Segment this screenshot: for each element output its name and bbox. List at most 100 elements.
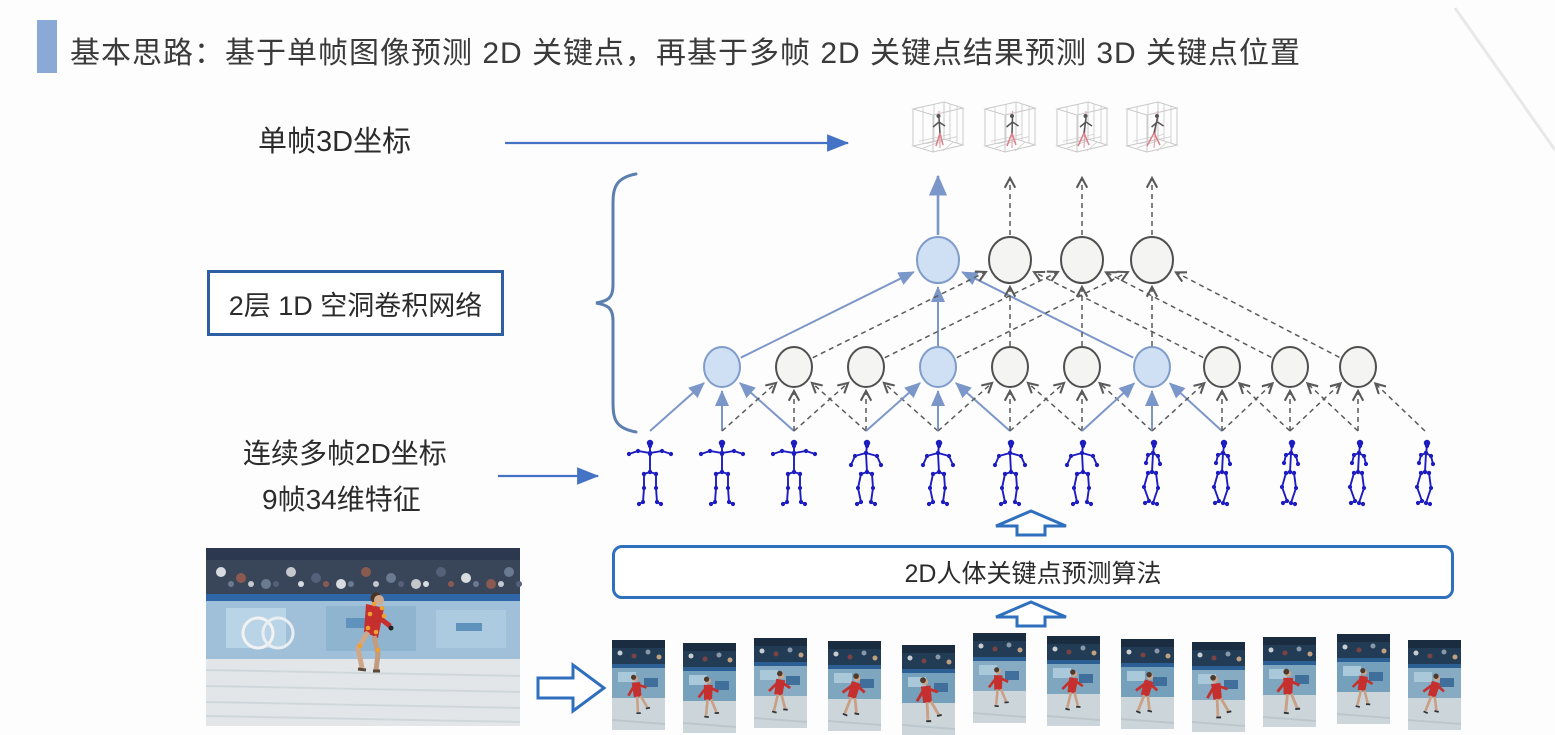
frame-skater-figure — [1422, 673, 1445, 714]
skeleton-2d-icon — [1064, 439, 1100, 507]
link-dashed — [1028, 383, 1083, 432]
label-multi-frame-2d: 连续多帧2D坐标 — [243, 438, 447, 469]
link-solid — [739, 382, 795, 432]
skeleton-2d-icon — [920, 439, 956, 507]
video-frame — [972, 633, 1027, 723]
frame-skater-figure — [915, 677, 942, 723]
frame-skater-figure — [1351, 668, 1374, 708]
video-frame — [901, 645, 956, 735]
algorithm-box: 2D人体关键点预测算法 — [612, 545, 1454, 599]
frame-skater-figure — [841, 673, 866, 717]
link-dashed — [1009, 383, 1064, 432]
label-9-frames-feature: 9帧34维特征 — [262, 484, 421, 515]
link-dashed — [812, 272, 986, 359]
conv-node-highlight — [919, 346, 957, 388]
link-dashed — [956, 272, 1128, 359]
title-accent-bar — [37, 20, 57, 73]
label-single-frame-3d: 单帧3D坐标 — [258, 126, 412, 158]
algorithm-box-label: 2D人体关键点预测算法 — [904, 560, 1162, 588]
video-frame — [1336, 634, 1391, 724]
link-dashed — [812, 383, 867, 432]
video-frame — [1120, 639, 1175, 729]
page-title: 基本思路：基于单帧图像预测 2D 关键点，再基于多帧 2D 关键点结果预测 3D… — [70, 37, 1302, 70]
photo-skater-figure — [355, 592, 394, 673]
block-up-arrow — [995, 509, 1067, 537]
video-frame — [1191, 642, 1246, 732]
frame-skater-figure — [1061, 669, 1084, 711]
conv-node-highlight — [1133, 346, 1171, 388]
link-solid — [740, 271, 915, 359]
link-dashed — [793, 383, 848, 432]
frame-skater-figure — [1276, 668, 1301, 715]
skater-photo — [205, 548, 522, 726]
network-box: 2层 1D 空洞卷积网络 — [207, 270, 504, 336]
skeleton-2d-icon — [698, 439, 746, 507]
block-up-arrow — [995, 600, 1067, 628]
conv-node — [1203, 346, 1241, 388]
conv-node — [1271, 346, 1309, 388]
skeleton-2d-icon — [1414, 439, 1436, 507]
link-dashed — [1375, 384, 1426, 432]
link-dashed — [1239, 383, 1291, 432]
video-frame — [1262, 637, 1317, 727]
link-dashed — [721, 383, 776, 432]
conv-node — [847, 346, 885, 388]
frame-skater-figure — [987, 667, 1009, 708]
network-box-label: 2层 1D 空洞卷积网络 — [228, 290, 483, 321]
frame-skater-figure — [1135, 671, 1159, 714]
conv-node — [991, 346, 1029, 388]
link-dashed — [884, 272, 1058, 359]
link-dashed — [1106, 272, 1272, 359]
link-dashed — [884, 383, 939, 432]
conv-node — [1339, 346, 1377, 388]
frame-skater-figure — [1206, 674, 1232, 719]
skeleton-2d-icon — [1347, 439, 1369, 507]
video-frame — [753, 638, 808, 728]
conv-node — [1063, 346, 1101, 388]
conv-node-highlight — [703, 346, 741, 388]
frame-skater-figure — [627, 674, 651, 715]
connection-lines — [649, 271, 1426, 432]
link-dashed — [1151, 383, 1204, 432]
skeleton-2d-icon — [1279, 439, 1301, 507]
skeleton-2d-icon — [770, 439, 818, 507]
link-solid — [961, 271, 1134, 359]
conv-node-highlight — [916, 236, 960, 284]
video-frame — [1046, 636, 1101, 726]
link-dashed — [1221, 383, 1273, 432]
pose3d-plot — [911, 101, 965, 153]
curly-brace — [595, 172, 638, 434]
link-dashed — [1307, 383, 1359, 432]
link-dashed — [937, 383, 992, 432]
conv-node — [1130, 236, 1174, 284]
frame-skater-figure — [697, 676, 720, 718]
link-dashed — [1289, 383, 1341, 432]
link-solid — [865, 382, 921, 432]
video-frame — [827, 641, 882, 731]
conv-node — [1060, 236, 1104, 284]
video-frame — [1407, 640, 1462, 730]
link-dashed — [1034, 272, 1204, 359]
conv-node — [988, 236, 1032, 284]
skeleton-2d-icon — [1141, 439, 1163, 507]
skeleton-2d-icon — [992, 439, 1028, 507]
frame-skater-figure — [768, 670, 791, 714]
video-frame — [682, 643, 737, 733]
pose3d-plot — [983, 101, 1037, 153]
pose3d-plot — [1125, 101, 1179, 153]
skeleton-2d-icon — [848, 439, 884, 507]
skeleton-2d-icon — [626, 439, 674, 507]
video-frame — [611, 640, 666, 730]
link-solid — [649, 382, 705, 432]
pose3d-plot — [1055, 101, 1109, 153]
block-right-arrow — [536, 662, 607, 714]
link-dashed — [1176, 272, 1340, 358]
link-solid — [1168, 382, 1223, 432]
watermark-line — [1453, 7, 1555, 151]
link-solid — [1081, 382, 1136, 432]
conv-node — [775, 346, 813, 388]
link-dashed — [1100, 383, 1153, 432]
skeleton-2d-icon — [1211, 439, 1233, 507]
